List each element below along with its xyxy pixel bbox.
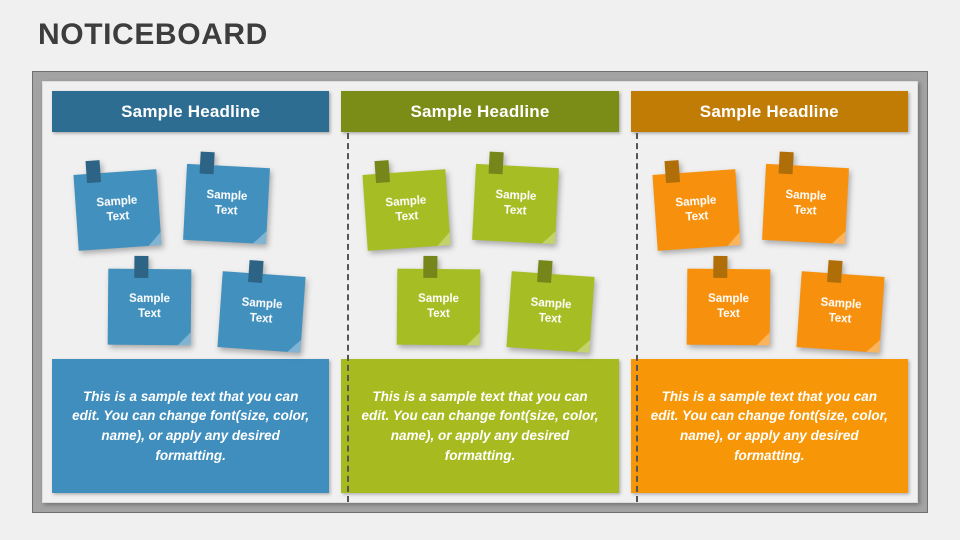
sticky-note-line-1: Sample xyxy=(674,194,717,210)
folded-corner-icon xyxy=(726,232,740,246)
folded-corner-icon xyxy=(148,232,162,246)
folded-corner-icon xyxy=(178,332,191,345)
column-divider-1 xyxy=(346,133,349,502)
sticky-note-line-1: Sample xyxy=(819,296,862,312)
headline-orange[interactable]: Sample Headline xyxy=(630,91,908,132)
folded-corner-icon xyxy=(437,232,451,246)
sticky-note-line-1: Sample xyxy=(96,194,138,210)
page-title: NOTICEBOARD xyxy=(38,18,268,51)
tape-icon xyxy=(134,255,149,278)
tape-icon xyxy=(712,255,728,278)
sticky-note-line-1: Sample xyxy=(784,189,827,204)
tape-icon xyxy=(488,151,505,175)
sticky-note-line-2: Text xyxy=(503,204,528,218)
sticky-note-line-1: Sample xyxy=(707,293,749,306)
headline-green[interactable]: Sample Headline xyxy=(341,91,619,132)
sticky-note-line-1: Sample xyxy=(385,194,428,210)
folded-corner-icon xyxy=(287,339,301,353)
sticky-note-line-2: Text xyxy=(684,210,709,224)
tape-icon xyxy=(826,260,843,283)
tape-icon xyxy=(664,160,680,184)
description-panel-blue[interactable]: This is a sample text that you can edit.… xyxy=(52,359,330,493)
sticky-note-line-2: Text xyxy=(827,312,852,326)
sticky-note-line-1: Sample xyxy=(530,296,573,312)
sticky-note-line-2: Text xyxy=(716,307,740,321)
tape-icon xyxy=(248,260,264,283)
folded-corner-icon xyxy=(467,332,480,345)
folded-corner-icon xyxy=(577,339,591,353)
sticky-note-line-2: Text xyxy=(106,210,130,224)
description-panel-green[interactable]: This is a sample text that you can edit.… xyxy=(341,359,619,493)
sticky-note-line-1: Sample xyxy=(129,293,171,306)
sticky-note-line-2: Text xyxy=(214,204,238,218)
tape-icon xyxy=(199,151,215,175)
folded-corner-icon xyxy=(866,339,880,353)
tape-icon xyxy=(537,260,553,283)
tape-icon xyxy=(85,160,102,184)
folded-corner-icon xyxy=(832,230,846,244)
sticky-note-line-2: Text xyxy=(793,204,817,218)
folded-corner-icon xyxy=(542,230,556,244)
tape-icon xyxy=(423,255,438,278)
sticky-note-line-1: Sample xyxy=(206,189,248,204)
sticky-note-line-1: Sample xyxy=(241,296,283,312)
description-panel-orange[interactable]: This is a sample text that you can edit.… xyxy=(630,359,908,493)
sticky-note-line-2: Text xyxy=(137,307,161,321)
sticky-note-line-2: Text xyxy=(395,210,420,224)
sticky-note-line-1: Sample xyxy=(495,189,537,204)
tape-icon xyxy=(374,160,391,184)
sticky-note-line-1: Sample xyxy=(418,293,460,306)
sticky-note-line-2: Text xyxy=(427,307,451,321)
tape-icon xyxy=(778,151,794,175)
folded-corner-icon xyxy=(756,332,769,345)
sticky-note-line-2: Text xyxy=(249,312,273,326)
sticky-note-line-2: Text xyxy=(538,312,563,326)
column-divider-2 xyxy=(635,133,638,502)
headline-blue[interactable]: Sample Headline xyxy=(52,91,330,132)
folded-corner-icon xyxy=(253,230,267,244)
